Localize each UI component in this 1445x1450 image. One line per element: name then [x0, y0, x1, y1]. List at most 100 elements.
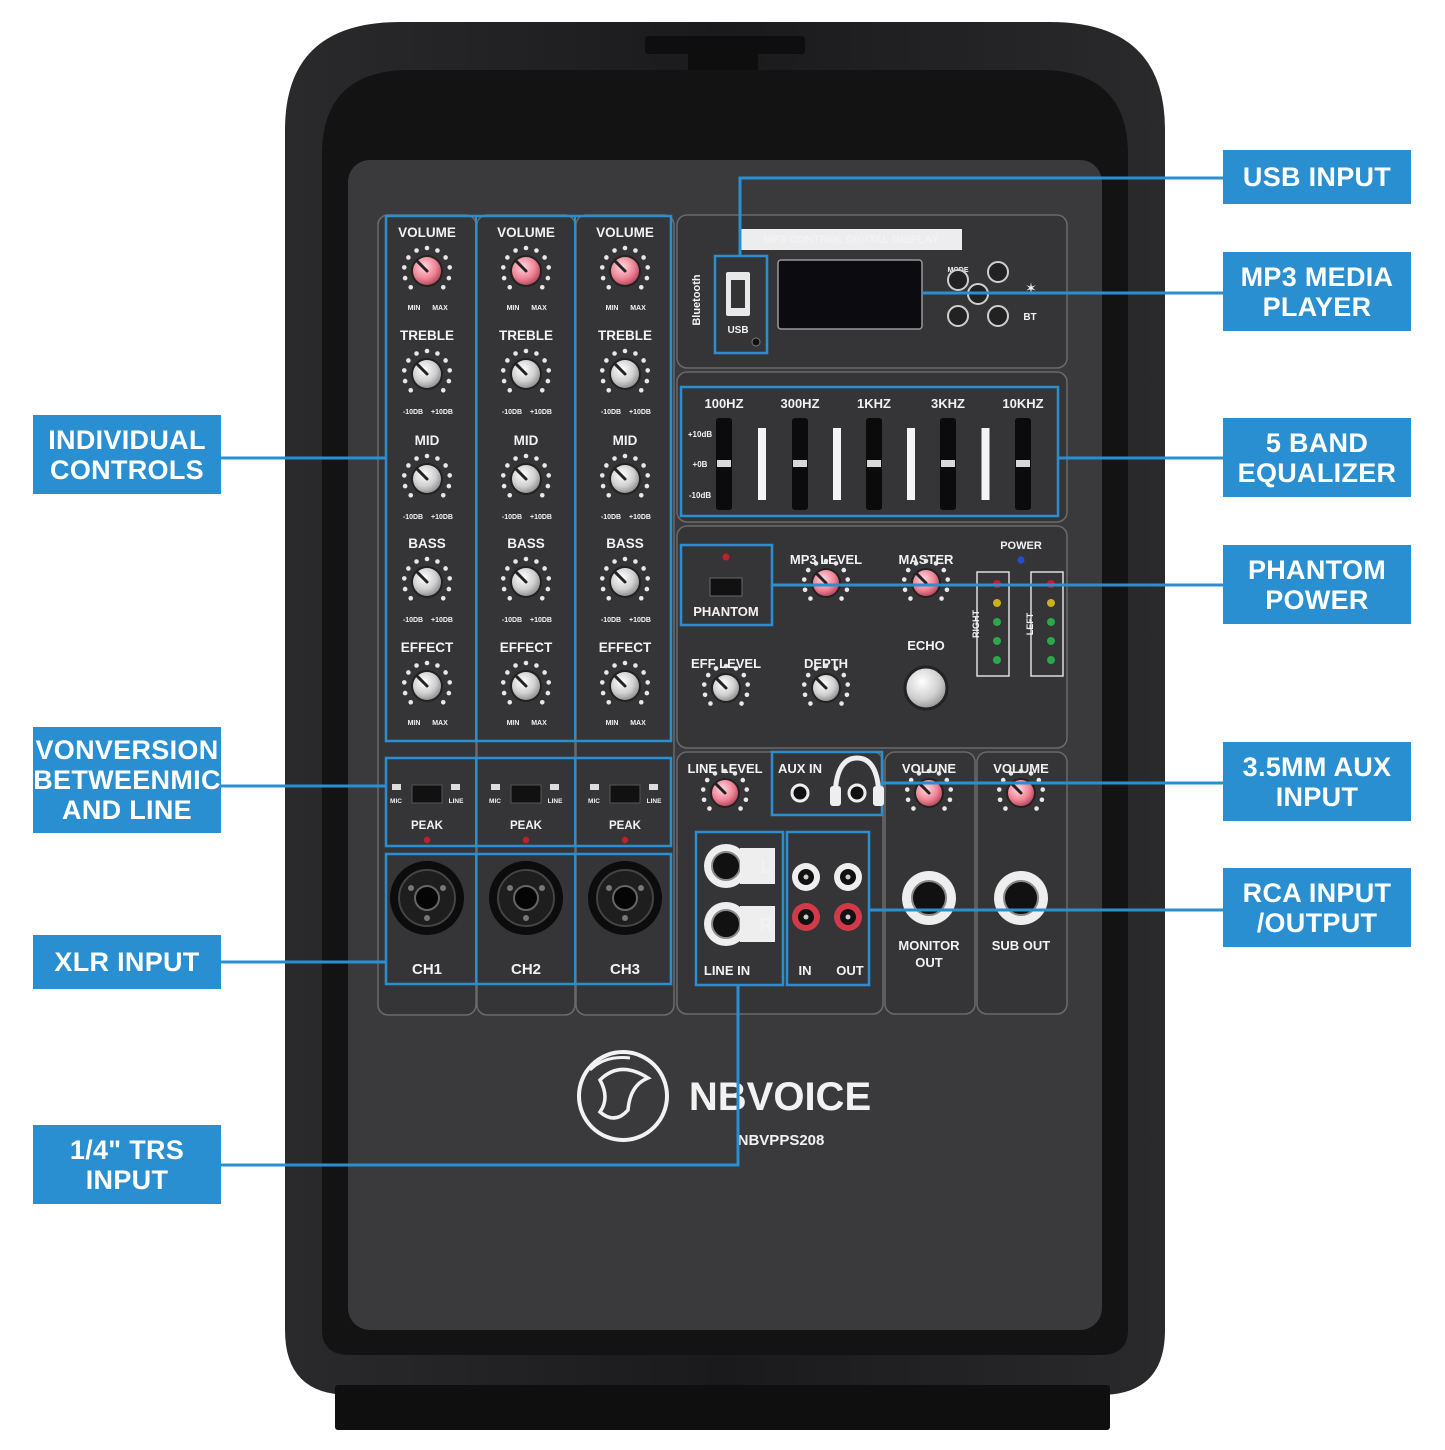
effect-knob[interactable] — [599, 660, 651, 705]
knob-tick — [923, 558, 929, 564]
effect-knob[interactable] — [401, 660, 453, 705]
knob-tick — [408, 284, 414, 290]
line-in-jack[interactable] — [704, 844, 775, 888]
mid-knob[interactable] — [599, 453, 651, 498]
eq-slider-handle[interactable] — [867, 460, 881, 467]
rca-jack[interactable] — [834, 863, 862, 891]
rca-jack[interactable] — [834, 903, 862, 931]
knob-tick — [808, 596, 813, 601]
master-knob[interactable] — [901, 558, 951, 601]
eq-slider-handle[interactable] — [793, 460, 807, 467]
bass-knob[interactable] — [500, 556, 552, 601]
knob-tick — [926, 768, 932, 774]
knob-tick — [501, 378, 507, 384]
line-in-jack[interactable] — [704, 902, 775, 946]
mp3-level-knob[interactable] — [801, 558, 851, 601]
knob-tick — [1008, 771, 1014, 776]
depth-knob[interactable] — [801, 663, 851, 706]
trs-jack-tab — [740, 848, 775, 884]
logo-circle — [577, 1050, 669, 1142]
eq-scale-bar — [907, 428, 915, 500]
bass-knob[interactable] — [401, 556, 453, 601]
treble-knob[interactable] — [401, 348, 453, 393]
knob-tick — [936, 771, 942, 776]
next-button[interactable] — [987, 305, 1009, 327]
mic-line-switch[interactable] — [510, 784, 542, 804]
knob-tick — [823, 558, 829, 564]
sub-out-jack[interactable] — [994, 871, 1048, 925]
effect-knob[interactable] — [500, 660, 552, 705]
knob-tick — [513, 663, 518, 668]
bluetooth-label: Bluetooth — [691, 274, 703, 326]
knob-label: VOLUME — [497, 225, 555, 240]
folder-button[interactable] — [987, 261, 1009, 283]
rca-jack[interactable] — [792, 903, 820, 931]
xlr-combo-jack[interactable] — [390, 861, 464, 935]
knob-tick — [513, 248, 518, 253]
volume-knob[interactable] — [599, 245, 651, 290]
knob-tick — [534, 559, 539, 564]
knob-max-label: MAX — [432, 720, 448, 727]
xlr-combo-jack[interactable] — [489, 861, 563, 935]
bass-knob[interactable] — [599, 556, 651, 601]
phantom-switch[interactable] — [709, 577, 743, 597]
knob-tick — [539, 699, 545, 705]
knob-tick — [539, 284, 545, 290]
knob-tick — [534, 456, 539, 461]
xlr-combo-jack[interactable] — [588, 861, 662, 935]
knob-tick — [723, 663, 729, 669]
knob-tick — [414, 248, 419, 253]
knob-tick — [406, 670, 411, 675]
callout-line — [221, 985, 740, 1167]
eq-slider-handle[interactable] — [941, 460, 955, 467]
knob-tick — [708, 701, 713, 706]
callout-mic-line-conversion: VONVERSION BETWEENMIC AND LINE — [33, 727, 221, 833]
individual-controls-highlight — [384, 214, 673, 743]
volume-knob[interactable] — [401, 245, 453, 290]
usb-port[interactable] — [726, 272, 750, 316]
knob-tick — [1018, 768, 1024, 774]
aux-jack[interactable] — [790, 783, 810, 803]
knob-tick — [501, 483, 507, 489]
eq-highlight — [679, 385, 1060, 518]
treble-knob[interactable] — [500, 348, 552, 393]
knob-pointer — [613, 570, 627, 584]
mode-button[interactable] — [947, 269, 969, 291]
prev-button[interactable] — [947, 305, 969, 327]
knob-tick — [414, 351, 419, 356]
knob-max-label: MAX — [432, 305, 448, 312]
eff-level-knob[interactable] — [701, 663, 751, 706]
rca-pin — [845, 914, 851, 920]
meter-left — [1030, 571, 1064, 677]
sub-volume-knob[interactable] — [996, 768, 1046, 811]
knob-pointer — [514, 259, 528, 273]
knob-tick — [402, 378, 408, 384]
mic-line-switch[interactable] — [609, 784, 641, 804]
eq-slider-handle[interactable] — [717, 460, 731, 467]
knob-tick — [505, 255, 510, 260]
knob-label: MID — [613, 433, 638, 448]
knob-tick — [638, 492, 644, 498]
knob-label: TREBLE — [499, 328, 553, 343]
mic-line-switch[interactable] — [411, 784, 443, 804]
line-level-knob[interactable] — [700, 768, 750, 811]
volume-knob[interactable] — [500, 245, 552, 290]
mic-label: MIC — [390, 798, 402, 805]
echo-button[interactable] — [903, 665, 949, 711]
treble-knob[interactable] — [599, 348, 651, 393]
mid-knob[interactable] — [500, 453, 552, 498]
monitor-out-jack[interactable] — [902, 871, 956, 925]
eq-slider-handle[interactable] — [1016, 460, 1030, 467]
knob-tick — [424, 453, 430, 459]
callout-usb-input: USB INPUT — [1223, 150, 1411, 204]
knob-tick — [839, 701, 844, 706]
knob-minus-label: -10DB — [403, 617, 423, 624]
line-level-label: LINE LEVEL — [687, 761, 762, 776]
callout-individual-controls: INDIVIDUAL CONTROLS — [33, 415, 221, 494]
line-indicator — [451, 784, 460, 790]
knob-minus-label: -10DB — [601, 409, 621, 416]
rca-jack[interactable] — [792, 863, 820, 891]
knob-tick — [513, 559, 518, 564]
mid-knob[interactable] — [401, 453, 453, 498]
monitor-volume-knob[interactable] — [904, 768, 954, 811]
